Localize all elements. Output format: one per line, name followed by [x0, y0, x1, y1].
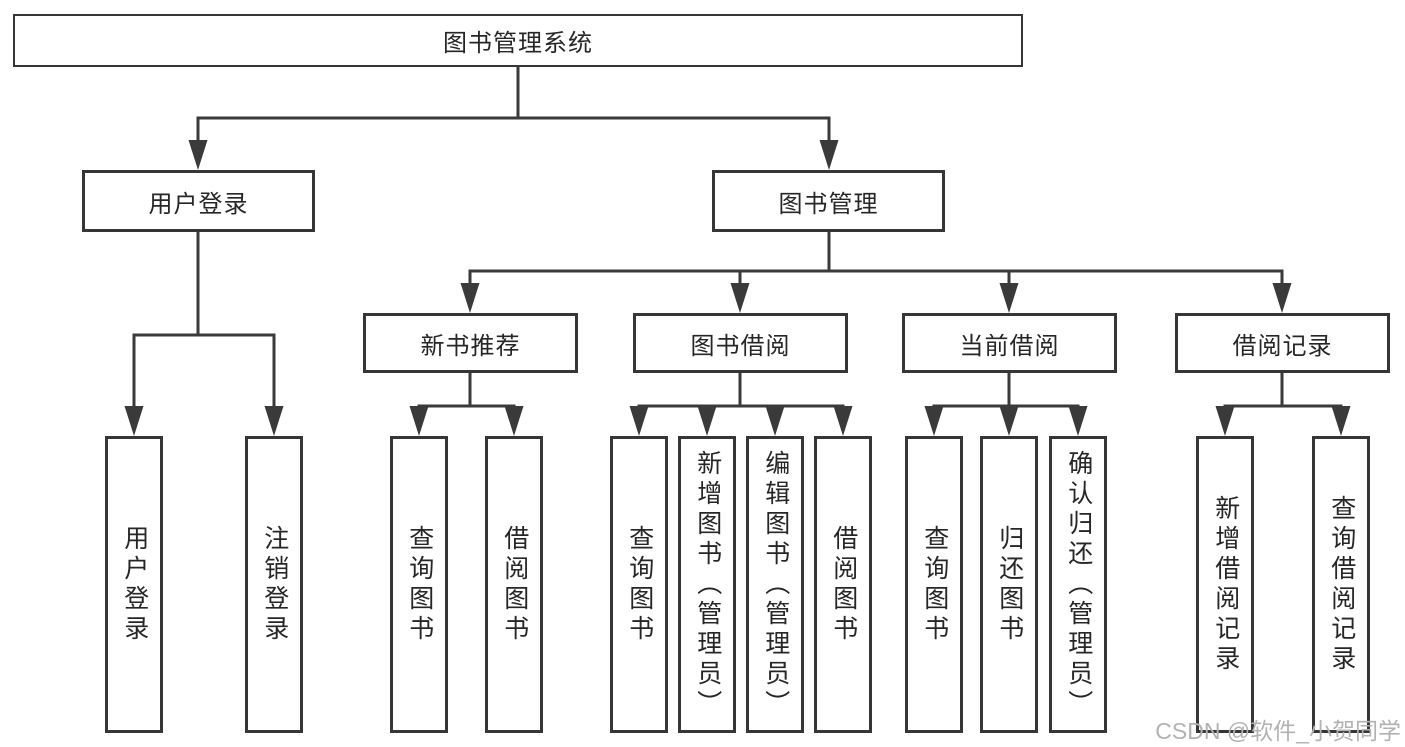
node-book-borrowing-label: 图书借阅	[690, 332, 791, 360]
leaf-add-borrow-record-label: 新增借阅记录	[1211, 494, 1240, 675]
leaf-add-borrow-record: 新增借阅记录	[1196, 436, 1254, 733]
leaf-query-books-current-label: 查询图书	[920, 524, 949, 645]
leaf-borrow-books-recommend-label: 借阅图书	[500, 524, 529, 645]
watermark-text: CSDN @软件_小贺同学	[1155, 718, 1401, 744]
leaf-logout: 注销登录	[245, 436, 303, 733]
leaf-query-books-borrowing-label: 查询图书	[625, 524, 654, 645]
leaf-query-borrow-record: 查询借阅记录	[1312, 436, 1370, 733]
leaf-borrow-books-borrowing-label: 借阅图书	[829, 524, 858, 645]
node-new-book-recommendation: 新书推荐	[363, 313, 578, 373]
leaf-borrow-books-borrowing: 借阅图书	[814, 436, 872, 733]
node-user-login-branch: 用户登录	[82, 170, 315, 232]
leaf-edit-books-admin: 编辑图书（管理员）	[746, 436, 804, 733]
leaf-confirm-return-admin: 确认归还（管理员）	[1049, 436, 1107, 733]
leaf-query-borrow-record-label: 查询借阅记录	[1327, 494, 1356, 675]
node-current-borrowing: 当前借阅	[902, 313, 1117, 373]
node-root: 图书管理系统	[13, 14, 1023, 67]
node-book-management: 图书管理	[712, 170, 945, 232]
leaf-logout-label: 注销登录	[260, 524, 289, 645]
leaf-return-books: 归还图书	[980, 436, 1038, 733]
node-new-book-recommendation-label: 新书推荐	[420, 332, 521, 360]
leaf-user-login: 用户登录	[105, 436, 163, 733]
node-user-login-branch-label: 用户登录	[148, 190, 249, 218]
node-borrowing-records: 借阅记录	[1175, 313, 1390, 373]
leaf-query-books-borrowing: 查询图书	[610, 436, 668, 733]
node-borrowing-records-label: 借阅记录	[1232, 332, 1333, 360]
leaf-edit-books-admin-label: 编辑图书（管理员）	[761, 449, 790, 720]
node-book-management-label: 图书管理	[778, 190, 879, 218]
node-current-borrowing-label: 当前借阅	[959, 332, 1060, 360]
node-root-label: 图书管理系统	[443, 30, 593, 57]
leaf-borrow-books-recommend: 借阅图书	[485, 436, 543, 733]
leaf-add-books-admin: 新增图书（管理员）	[678, 436, 736, 733]
leaf-query-books-recommend: 查询图书	[390, 436, 448, 733]
leaf-return-books-label: 归还图书	[995, 524, 1024, 645]
leaf-query-books-recommend-label: 查询图书	[405, 524, 434, 645]
leaf-user-login-label: 用户登录	[120, 524, 149, 645]
node-book-borrowing: 图书借阅	[633, 313, 848, 373]
leaf-add-books-admin-label: 新增图书（管理员）	[693, 449, 722, 720]
leaf-query-books-current: 查询图书	[905, 436, 963, 733]
leaf-confirm-return-admin-label: 确认归还（管理员）	[1064, 449, 1093, 720]
